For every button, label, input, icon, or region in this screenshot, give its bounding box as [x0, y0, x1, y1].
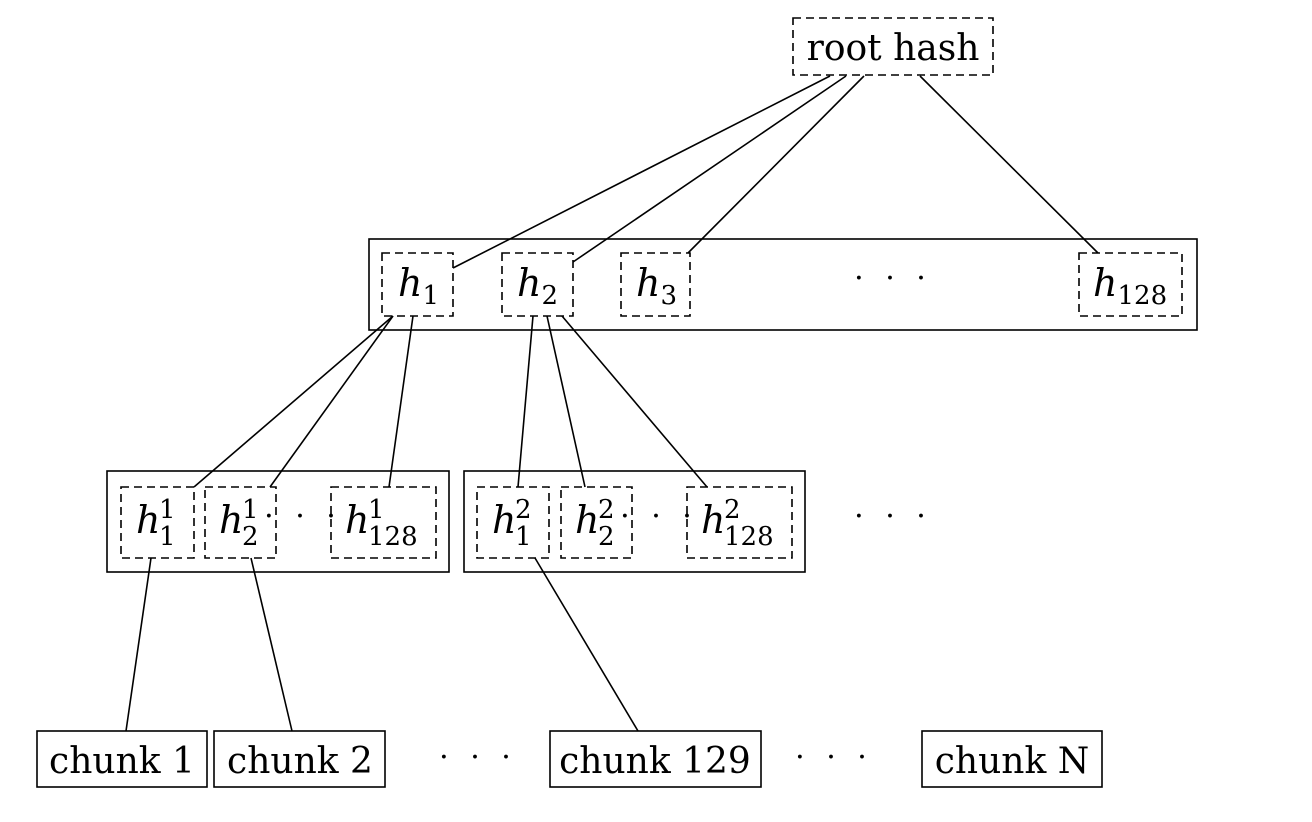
- chunks-row: chunk 1 chunk 2 · · · chunk 129 · · · ch…: [36, 730, 1103, 788]
- node-h1-2-sub: 1: [515, 522, 532, 552]
- chunk-1-box: [36, 730, 208, 788]
- node-h1-2-sup: 2: [515, 495, 532, 525]
- node-h128-2: h 2 128: [686, 486, 793, 559]
- node-h1: h1: [381, 252, 454, 317]
- svg-text:h: h: [345, 498, 369, 542]
- node-h128-sub: 128: [1117, 281, 1167, 311]
- chunks-ellipsis-2: · · ·: [795, 740, 873, 775]
- node-h2-2-sup: 2: [598, 495, 615, 525]
- level2-group-2-container: [463, 470, 806, 573]
- node-h3-base: h: [636, 261, 660, 305]
- node-h128-1-sup: 1: [368, 495, 385, 525]
- node-h2-box: [501, 252, 574, 317]
- level2-group-1: h 1 1 h 1 2 · · · h 1 128: [106, 470, 450, 573]
- node-h128-base: h: [1093, 261, 1117, 305]
- chunk-n-label: chunk N: [935, 741, 1089, 782]
- node-h2-2-base: h: [575, 498, 599, 542]
- chunk-2-label: chunk 2: [227, 741, 373, 782]
- node-h1-1-box: [120, 486, 195, 559]
- node-h128-2-sup: 2: [724, 495, 741, 525]
- edge-h2-h2-2: [546, 315, 586, 488]
- edge-root-h1: [452, 75, 831, 269]
- level1-ellipsis: · · ·: [854, 261, 932, 296]
- svg-text:h: h: [575, 498, 599, 542]
- chunk-2-box: [213, 730, 386, 788]
- chunks-ellipsis-1: · · ·: [439, 740, 517, 775]
- node-h1-2: h 2 1: [476, 486, 550, 559]
- node-h2-2-box: [560, 486, 633, 559]
- root-hash-box: [792, 17, 994, 76]
- node-h1-1-base: h: [136, 498, 160, 542]
- chunk-n: chunk N: [921, 730, 1103, 788]
- level2-group-2-ellipsis: · · ·: [620, 499, 698, 534]
- node-h2-1: h 1 2: [204, 486, 277, 559]
- edge-root-h3: [687, 75, 865, 254]
- edge-h1-2-chunk-129: [534, 557, 639, 732]
- node-h1-sub: 1: [422, 281, 439, 311]
- chunk-2: chunk 2: [213, 730, 386, 788]
- edge-h2-1-chunk-2: [250, 557, 293, 732]
- node-h2-2: h 2 2: [560, 486, 633, 559]
- root-node: root hash: [792, 17, 994, 76]
- chunk-n-box: [921, 730, 1103, 788]
- node-h128-1-sub: 128: [368, 522, 418, 552]
- svg-text:h128: h128: [1093, 261, 1167, 311]
- node-h128-2-base: h: [701, 498, 725, 542]
- tree-edges: [125, 75, 1099, 732]
- node-h128-1-box: [330, 486, 437, 559]
- level2-group-2: h 2 1 h 2 2 · · · h 2 128: [463, 470, 806, 573]
- svg-text:h: h: [701, 498, 725, 542]
- node-h128: h128: [1078, 252, 1183, 317]
- node-h1-base: h: [398, 261, 422, 305]
- edge-root-h2: [572, 75, 847, 263]
- node-h1-2-base: h: [492, 498, 516, 542]
- node-h3-sub: 3: [660, 281, 677, 311]
- edge-h1-h1-128: [388, 315, 414, 488]
- node-h2-2-sub: 2: [598, 522, 615, 552]
- node-h2-base: h: [517, 261, 541, 305]
- svg-text:h: h: [219, 498, 243, 542]
- svg-text:h: h: [136, 498, 160, 542]
- chunk-1: chunk 1: [36, 730, 208, 788]
- svg-text:h3: h3: [636, 261, 677, 311]
- node-h128-2-sub: 128: [724, 522, 774, 552]
- level2-group-1-ellipsis: · · ·: [264, 499, 342, 534]
- node-h128-1-base: h: [345, 498, 369, 542]
- node-h1-2-box: [476, 486, 550, 559]
- node-h128-2-box: [686, 486, 793, 559]
- node-h2: h2: [501, 252, 574, 317]
- svg-text:h2: h2: [517, 261, 558, 311]
- root-hash-label: root hash: [807, 28, 980, 69]
- node-h2-1-box: [204, 486, 277, 559]
- chunk-129-box: [549, 730, 762, 788]
- chunk-1-label: chunk 1: [49, 741, 195, 782]
- level2-ellipsis: · · ·: [854, 499, 932, 534]
- edge-h1-h1-1: [193, 315, 394, 488]
- node-h1-1-sub: 1: [159, 522, 176, 552]
- level2-group-1-container: [106, 470, 450, 573]
- svg-text:h1: h1: [398, 261, 439, 311]
- edge-root-h128: [919, 75, 1099, 254]
- level1-block: h1 h2 h3 · · · h128: [368, 238, 1198, 331]
- chunk-129-label: chunk 129: [559, 741, 751, 782]
- node-h2-1-base: h: [219, 498, 243, 542]
- node-h3: h3: [620, 252, 691, 317]
- level1-container: [368, 238, 1198, 331]
- node-h2-1-sup: 1: [242, 495, 259, 525]
- node-h2-1-sub: 2: [242, 522, 259, 552]
- edge-h2-h2-128: [561, 315, 708, 488]
- svg-text:h: h: [492, 498, 516, 542]
- node-h128-1: h 1 128: [330, 486, 437, 559]
- chunk-129: chunk 129: [549, 730, 762, 788]
- edge-h2-h2-1: [517, 315, 534, 488]
- node-h128-box: [1078, 252, 1183, 317]
- node-h1-box: [381, 252, 454, 317]
- edge-h1-h1-2: [269, 315, 394, 488]
- edge-h1-1-chunk-1: [125, 557, 152, 732]
- node-h1-1-sup: 1: [159, 495, 176, 525]
- node-h1-1: h 1 1: [120, 486, 195, 559]
- node-h2-sub: 2: [541, 281, 558, 311]
